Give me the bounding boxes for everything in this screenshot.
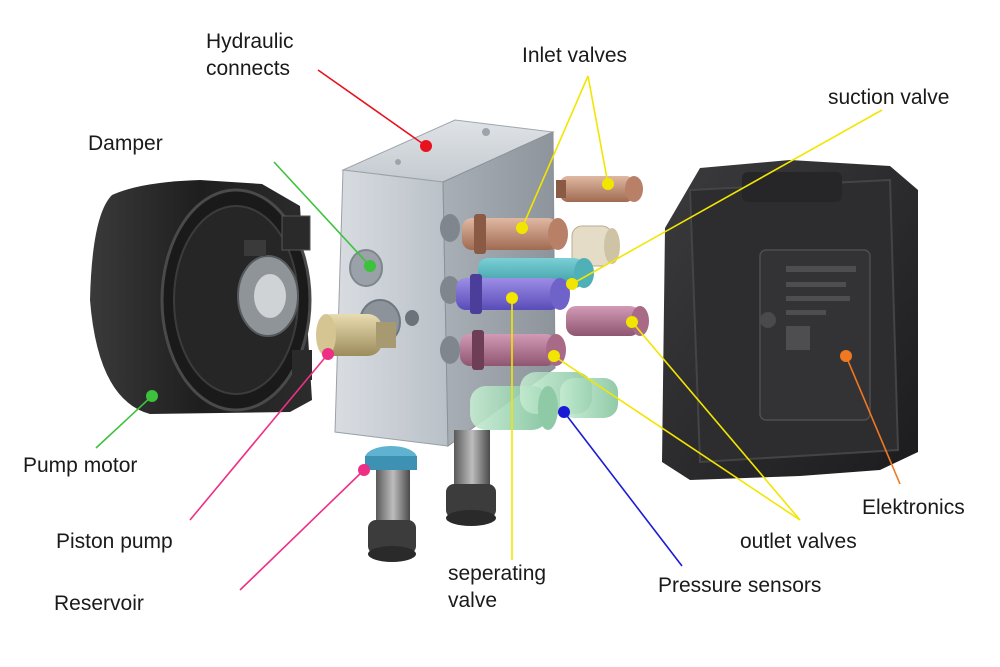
marker-dots xyxy=(146,140,852,476)
label-hydraulic-line1: Hydraulic xyxy=(206,30,294,53)
leader-outlet-b xyxy=(553,355,801,521)
spring-right xyxy=(446,430,496,526)
leader-elektronics xyxy=(845,355,901,485)
label-hydraulic-connects: Hydraulic connects xyxy=(206,28,294,82)
dot-pump-motor xyxy=(146,390,158,402)
label-seperating-line2: valve xyxy=(448,589,498,612)
label-pressure-sensors: Pressure sensors xyxy=(658,574,822,597)
pump-motor xyxy=(90,180,312,414)
dot-hydraulic xyxy=(420,140,432,152)
dot-reservoir xyxy=(358,464,370,476)
label-seperating-line1: seperating xyxy=(448,562,547,585)
leader-outlet-a xyxy=(631,321,801,521)
dot-elektronics xyxy=(840,350,852,362)
valve-outlet-lower xyxy=(460,330,566,370)
dot-outlet-a xyxy=(626,316,638,328)
leader-piston xyxy=(189,353,329,521)
leader-suction xyxy=(571,109,883,285)
dot-outlet-b xyxy=(548,350,560,362)
reservoir-assembly xyxy=(365,446,417,562)
pressure-sensors xyxy=(470,372,618,430)
label-outlet-valves: outlet valves xyxy=(740,530,857,553)
leader-reservoir xyxy=(239,469,365,591)
label-pump-motor: Pump motor xyxy=(23,454,138,477)
leader-pump-motor xyxy=(95,395,153,449)
label-seperating-valve: seperating valve xyxy=(448,560,546,614)
label-suction-valve: suction valve xyxy=(828,86,950,109)
piston-pump xyxy=(316,314,396,356)
valve-outlet-upper xyxy=(566,306,649,336)
dot-inlet-b xyxy=(602,178,614,190)
valve-inlet-top xyxy=(556,176,643,202)
dot-seperating xyxy=(506,292,518,304)
valve-suction-beige xyxy=(571,225,620,267)
label-hydraulic-line2: connects xyxy=(206,57,291,80)
leader-lines xyxy=(95,69,901,591)
leader-damper xyxy=(273,161,371,267)
dot-damper xyxy=(364,260,376,272)
dot-pressure xyxy=(558,406,570,418)
valve-inlet-front xyxy=(462,214,568,254)
leader-hydraulic xyxy=(317,69,427,147)
electronics-unit xyxy=(662,160,918,480)
label-reservoir: Reservoir xyxy=(54,592,144,615)
leader-inlet-a xyxy=(521,75,589,229)
dot-piston xyxy=(322,348,334,360)
label-elektronics: Elektronics xyxy=(862,496,965,519)
label-damper: Damper xyxy=(88,132,163,155)
leader-pressure xyxy=(563,411,683,567)
label-inlet-valves: Inlet valves xyxy=(522,44,628,67)
label-piston-pump: Piston pump xyxy=(56,530,173,553)
dot-suction xyxy=(566,278,578,290)
dot-inlet-a xyxy=(516,222,528,234)
leader-inlet-b xyxy=(587,75,609,185)
